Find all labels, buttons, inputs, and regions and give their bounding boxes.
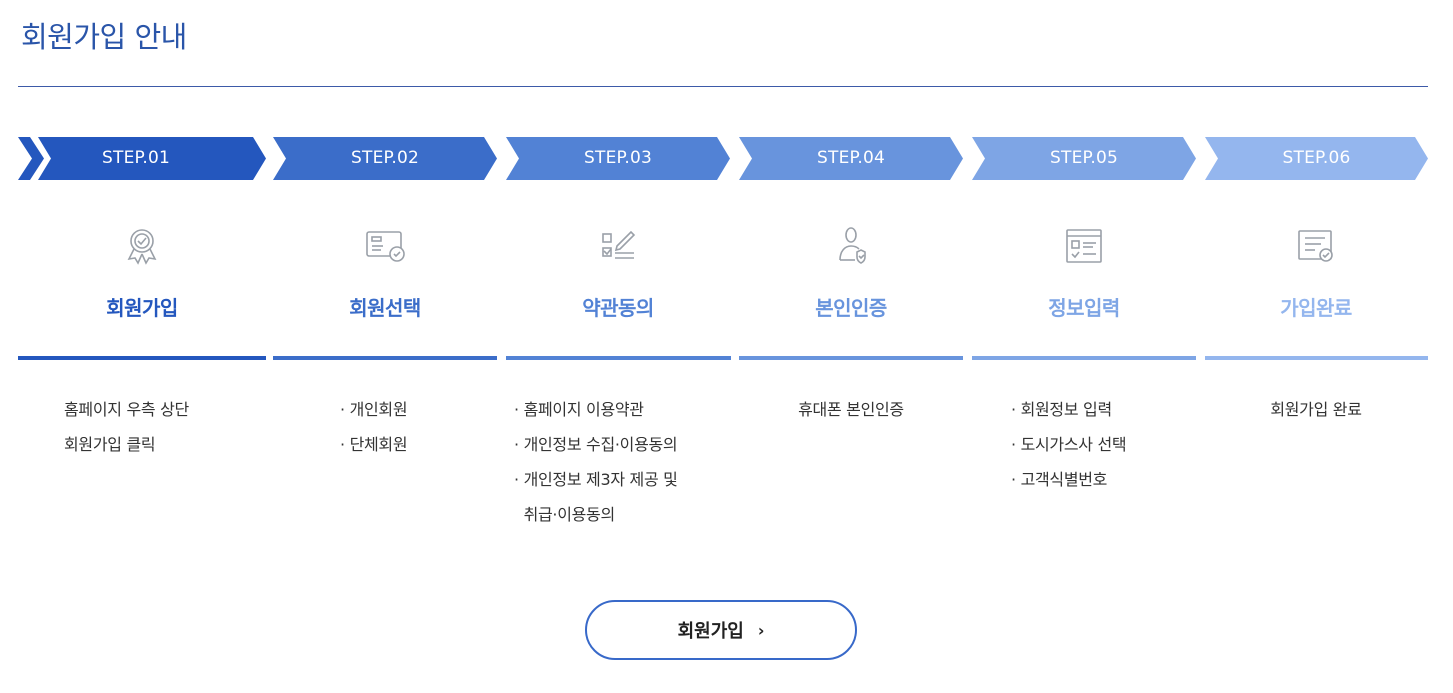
form-window-icon: [1060, 222, 1108, 270]
step-banner-shape: [739, 137, 963, 180]
step-description-line: 휴대폰 본인인증: [798, 400, 904, 419]
step-description-line: · 개인정보 제3자 제공 및: [514, 470, 678, 489]
step-banner: STEP.02: [273, 137, 497, 180]
step-description: · 회원정보 입력 · 도시가스사 선택 · 고객식별번호: [1011, 392, 1127, 497]
step-name: 회원가입: [106, 296, 178, 320]
checklist-pen-icon: [594, 222, 642, 270]
step-label: STEP.04: [817, 148, 885, 168]
step-banner-shape: [38, 137, 266, 180]
step-description: 회원가입 완료: [1206, 392, 1426, 427]
step-banner: STEP.01: [38, 137, 266, 180]
step-label: STEP.02: [351, 148, 419, 168]
step-name: 약관동의: [582, 296, 654, 320]
step-banner: STEP.06: [1205, 137, 1428, 180]
step-banner-shape: [1205, 137, 1428, 180]
step-label: STEP.05: [1050, 148, 1118, 168]
step-label: STEP.01: [102, 148, 170, 168]
step-underline: [739, 356, 963, 360]
step-description-line: 회원가입 완료: [1270, 400, 1362, 419]
lead-chevron-icon: [18, 137, 44, 180]
step-name: 회원선택: [349, 296, 421, 320]
step-description-line: 홈페이지 우측 상단: [64, 400, 189, 419]
join-button[interactable]: 회원가입 ›: [585, 600, 857, 660]
step-banner: STEP.05: [972, 137, 1196, 180]
id-card-check-icon: [361, 222, 409, 270]
chevron-right-icon: ›: [757, 620, 765, 640]
step-description-line: · 개인회원: [340, 400, 408, 419]
step-description-line: · 고객식별번호: [1011, 470, 1108, 489]
step-banner-shape: [506, 137, 730, 180]
join-button-label: 회원가입: [677, 621, 744, 642]
step-name: 정보입력: [1048, 296, 1120, 320]
step-description-line: · 회원정보 입력: [1011, 400, 1112, 419]
step-description-line: · 개인정보 수집·이용동의: [514, 435, 678, 454]
step-underline: [18, 356, 266, 360]
step-description-line: · 도시가스사 선택: [1011, 435, 1127, 454]
step-description-line: · 홈페이지 이용약관: [514, 400, 644, 419]
certificate-check-icon: [1292, 222, 1340, 270]
step-underline: [972, 356, 1196, 360]
step-description: 휴대폰 본인인증: [741, 392, 961, 427]
page-title: 회원가입 안내: [21, 20, 187, 54]
step-description: · 개인회원 · 단체회원: [340, 392, 408, 462]
title-divider: [18, 86, 1428, 87]
step-name: 본인인증: [815, 296, 887, 320]
step-underline: [273, 356, 497, 360]
step-description-line: 취급·이용동의: [514, 505, 616, 524]
step-banner: STEP.03: [506, 137, 730, 180]
award-ribbon-icon: [118, 222, 166, 270]
step-description: · 홈페이지 이용약관 · 개인정보 수집·이용동의 · 개인정보 제3자 제공 및…: [514, 392, 678, 532]
step-name: 가입완료: [1280, 296, 1352, 320]
step-description-line: · 단체회원: [340, 435, 408, 454]
step-banner-shape: [972, 137, 1196, 180]
step-underline: [1205, 356, 1428, 360]
step-banner-shape: [273, 137, 497, 180]
person-verify-icon: [827, 222, 875, 270]
step-underline: [506, 356, 731, 360]
step-banner: STEP.04: [739, 137, 963, 180]
step-description-line: 회원가입 클릭: [64, 435, 156, 454]
step-label: STEP.06: [1282, 148, 1351, 168]
step-label: STEP.03: [584, 148, 652, 168]
